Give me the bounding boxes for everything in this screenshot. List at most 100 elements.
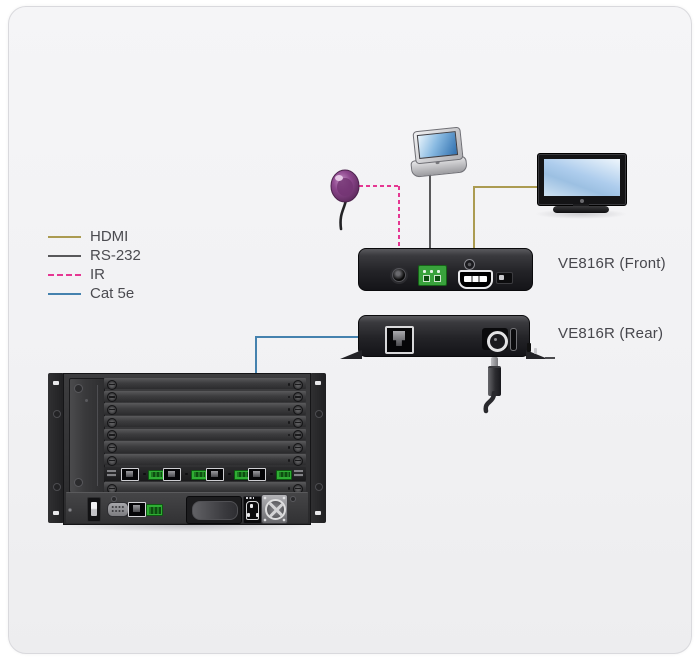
ve816r-front-device (358, 248, 533, 298)
terminal-pin (423, 270, 426, 273)
ir-line-swatch (48, 273, 81, 276)
hdmi-connector-slot (464, 276, 487, 282)
legend-label: Cat 5e (90, 285, 135, 302)
ve816r-front-label: VE816R (Front) (558, 255, 666, 272)
rack-screw-hole (315, 410, 323, 418)
thumbscrew-icon (293, 430, 303, 441)
rack-screw-icon (315, 381, 321, 385)
psu-grille (261, 494, 288, 524)
power-switch (87, 497, 101, 522)
diagram-background (8, 6, 692, 654)
screw-hole (111, 496, 117, 502)
rack-ear-right (310, 373, 326, 523)
lan-rj45-port (128, 502, 146, 517)
rack-screw-hole (53, 410, 61, 418)
thumbscrew-icon (107, 430, 117, 441)
legend-label: HDMI (90, 228, 129, 245)
rj45-port-2 (163, 468, 181, 482)
panel-hole (287, 383, 290, 386)
monitor-frame (537, 153, 627, 206)
plug-body (488, 366, 501, 396)
legend: HDMI RS-232 IR Cat 5e (48, 229, 141, 301)
monitor-screen (544, 159, 620, 196)
ve816r-rear-label: VE816R (Rear) (558, 325, 664, 342)
inlet-pin (250, 504, 253, 508)
hdmi-line-swatch (48, 235, 81, 238)
rack-screw-hole (315, 483, 323, 491)
led-dot (270, 472, 273, 476)
terminal-pin (430, 270, 433, 273)
thumbscrew-icon (107, 442, 117, 453)
monitor-logo-dot (580, 199, 584, 203)
power-plug-icon (483, 357, 513, 415)
blank-slot-panel (104, 390, 306, 403)
panel-hole (287, 487, 290, 490)
hdmi-port (458, 270, 493, 289)
terminal-pin (437, 270, 440, 273)
cat5e-connection-line (256, 336, 386, 338)
touch-panel-icon (410, 126, 468, 180)
blank-slot-panel (104, 428, 306, 441)
card-grille (294, 470, 303, 478)
ir-connection-line (398, 186, 400, 267)
thumbscrew-icon (293, 392, 303, 403)
blank-slot-panel (104, 403, 306, 415)
terminal-block-1 (148, 469, 164, 480)
mode-switch (496, 272, 513, 284)
display-monitor-icon (529, 149, 633, 221)
card-slots (104, 378, 306, 495)
blank-slot-panel (104, 454, 306, 466)
screw-hole-icon (464, 259, 475, 270)
screw-hole (290, 496, 296, 502)
legend-item-cat5e: Cat 5e (48, 286, 141, 301)
panel-hole (287, 433, 290, 437)
thumbscrew-icon (107, 417, 117, 428)
rs232-connection-line (429, 172, 431, 265)
thumbscrew-icon (107, 392, 117, 403)
ir-connection-line (352, 185, 399, 187)
power-section (66, 492, 308, 524)
blank-slot-panel (104, 416, 306, 428)
legend-item-ir: IR (48, 267, 141, 282)
flange-screw-icon (534, 348, 537, 354)
rack-chassis (63, 373, 311, 525)
hdmi-connection-line (473, 186, 475, 259)
rack-ear-left (48, 373, 64, 523)
module-screw-icon (74, 384, 83, 393)
control-module-slot (69, 378, 105, 493)
terminal-slot (423, 275, 430, 282)
rack-screw-icon (53, 381, 59, 385)
fuse-marks (246, 497, 254, 499)
mounting-flange-left (340, 350, 362, 359)
legend-label: IR (90, 266, 105, 283)
terminal-block (146, 504, 163, 516)
mounting-flange-right (526, 350, 548, 359)
blank-slot-panel (104, 441, 306, 453)
thumbscrew-icon (107, 404, 117, 415)
ir-receiver-icon (327, 167, 369, 237)
panel-hole (287, 408, 290, 411)
inlet-pin (246, 513, 250, 517)
plug-cable (483, 391, 497, 414)
panel-hole (287, 395, 290, 399)
module-screw-icon (74, 478, 83, 487)
hdmi-connection-line (473, 186, 537, 188)
module-hole (85, 399, 88, 402)
plug-tip (491, 357, 498, 367)
rj45-connector (393, 331, 405, 346)
monitor-stand (553, 206, 609, 213)
dc-jack-ring (487, 331, 508, 352)
terminal-slot (434, 275, 441, 282)
rack-screw-hole (53, 483, 61, 491)
dc-power-jack (482, 328, 508, 352)
rj45-port-4 (248, 468, 266, 482)
card-grille (107, 470, 116, 478)
io-card (104, 466, 306, 482)
legend-item-rs232: RS-232 (48, 248, 141, 263)
serial-db9-port (107, 502, 129, 517)
thumbscrew-icon (293, 404, 303, 415)
ventilation-slot (510, 328, 517, 351)
rj45-port-1 (121, 468, 139, 482)
legend-label: RS-232 (90, 247, 141, 264)
